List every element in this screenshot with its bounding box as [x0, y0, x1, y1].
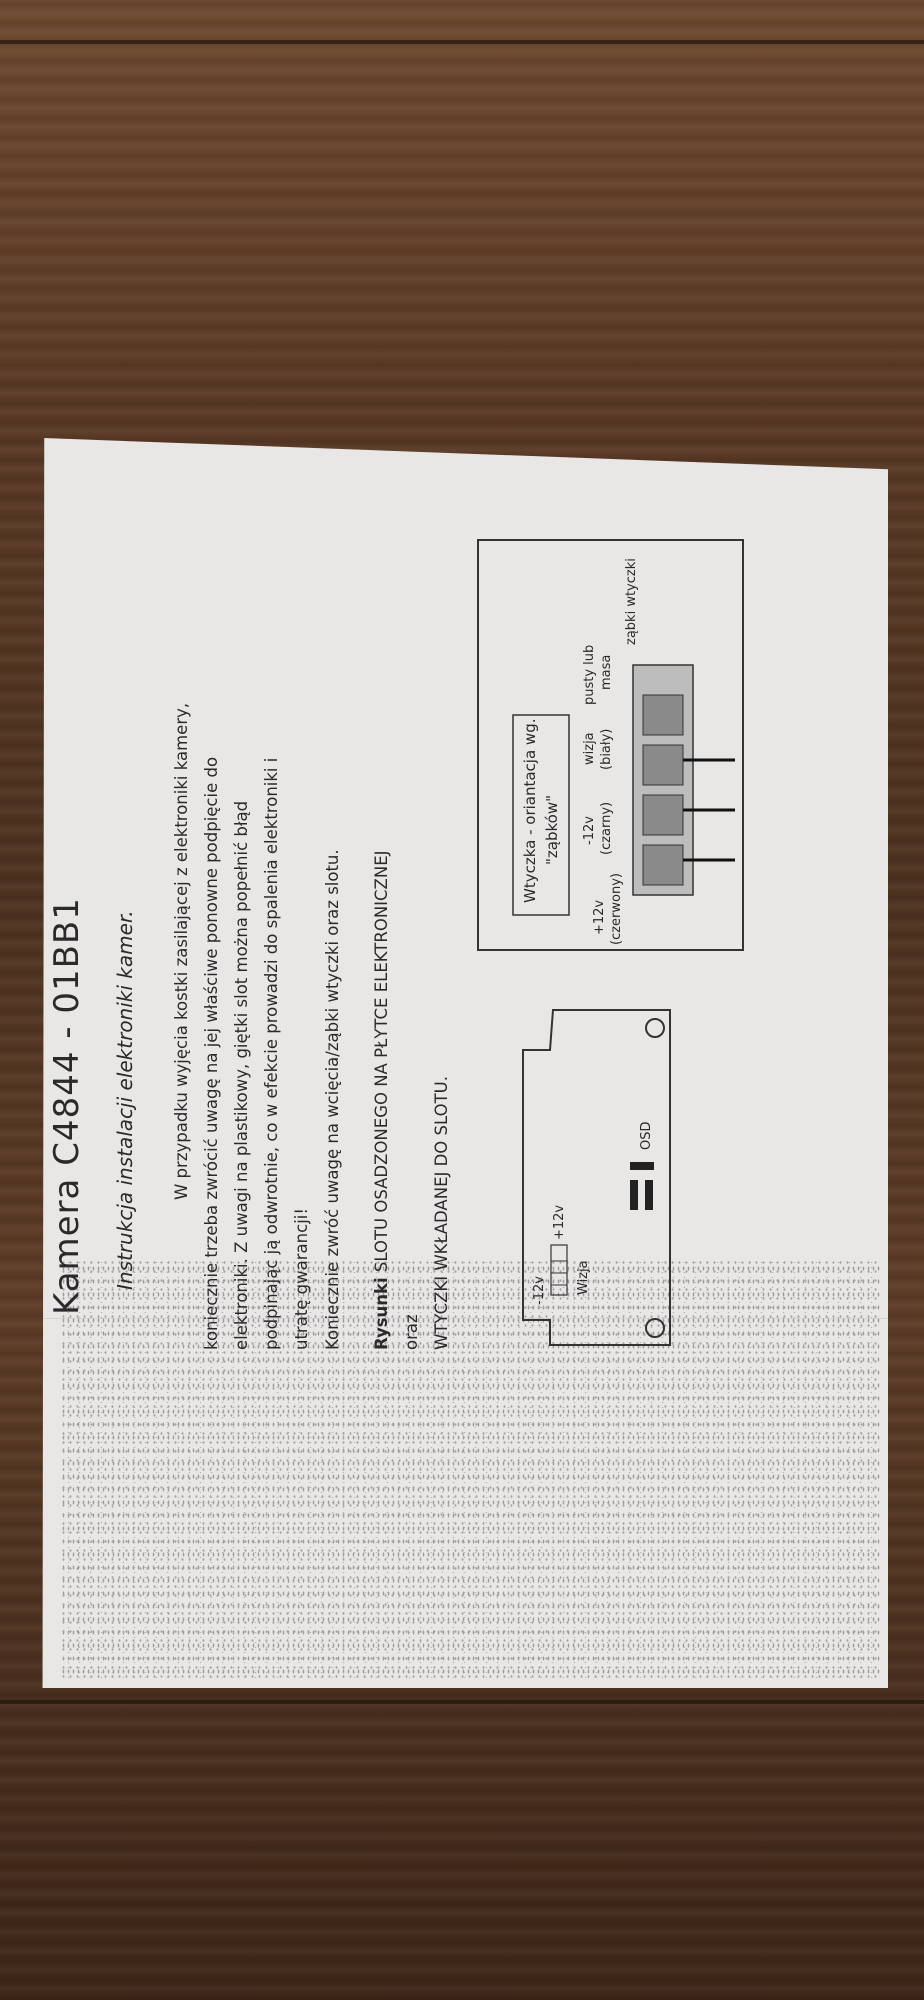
- plug-wizja-color: (biały): [599, 729, 614, 770]
- paragraph-line: koniecznie trzeba zwrócić uwagę na jej w…: [202, 756, 221, 1350]
- print-speckles: [60, 1258, 880, 1678]
- plug-diagram: Wtyczka - oriantacja wg. "ząbków" +12v (…: [477, 539, 744, 951]
- mounting-hole: [645, 1018, 665, 1038]
- osd-button: [645, 1180, 653, 1210]
- paragraph-line: utratę gwarancji!: [292, 1208, 311, 1350]
- plug-zabki-label: ząbki wtyczki: [624, 558, 639, 645]
- document-title: Kamera C4844 - 01BB1: [47, 897, 87, 1315]
- plug-pin-wizja: [642, 744, 684, 786]
- paragraph-line: WTYCZKI WKŁADANEJ DO SLOTU.: [432, 1075, 451, 1350]
- slot-diagram: -12v +12v Wizja OSD: [522, 1009, 671, 1346]
- mounting-hole: [645, 1318, 665, 1338]
- osd-button: [630, 1180, 638, 1210]
- paragraph-line: elektroniki. Z uwagi na plastikowy, gięt…: [232, 800, 251, 1350]
- notch-note: Koniecznie zwróć uwagę na wcięcia/ząbki …: [323, 849, 342, 1350]
- plug-plus12-color: (czerwony): [609, 873, 624, 945]
- paragraph-line: SLOTU OSADZONEGO NA PŁYTCE ELEKTRONICZNE…: [372, 850, 421, 1350]
- plug-caption-line: Wtyczka - oriantacja wg.: [521, 719, 539, 904]
- drawings-label: Rysunki: [372, 1277, 391, 1350]
- plug-caption-line: "ząbków": [543, 795, 561, 865]
- slot-wizja-label: Wizja: [576, 1260, 591, 1295]
- plug-diagram-frame: [477, 539, 744, 951]
- plug-masa-label: masa: [599, 655, 614, 690]
- paragraph-line: podpinając ją odwrotnie, co w efekcie pr…: [262, 757, 281, 1350]
- plank-seam: [0, 1700, 924, 1704]
- plug-pusty-label: pusty lub: [582, 645, 597, 705]
- warning-paragraph: W przypadku wyjęcia kostki zasilającej z…: [167, 700, 317, 1350]
- paragraph-line: W przypadku wyjęcia kostki zasilającej z…: [172, 702, 191, 1200]
- plug-minus12-label: -12v: [582, 816, 597, 845]
- drawings-caption: Rysunki SLOTU OSADZONEGO NA PŁYTCE ELEKT…: [367, 810, 457, 1350]
- slot-minus12-label: -12v: [532, 1276, 547, 1305]
- plug-pin-plus12: [642, 844, 684, 886]
- instruction-sheet: [42, 438, 888, 1688]
- slot-connector: [550, 1244, 568, 1296]
- plank-seam: [0, 40, 924, 44]
- plug-caption-box: [512, 714, 570, 916]
- osd-label: OSD: [639, 1122, 654, 1151]
- plug-pin-pusty: [642, 694, 684, 736]
- osd-button: [630, 1162, 654, 1170]
- circuit-board-outline: [522, 1009, 671, 1346]
- plug-plus12-label: +12v: [592, 900, 607, 935]
- plug-wizja-label: wizja: [582, 732, 597, 765]
- sheet-content: Kamera C4844 - 01BB1 Instrukcja instalac…: [0, 0, 744, 1350]
- plug-pin-minus12: [642, 794, 684, 836]
- document-subtitle: Instrukcja instalacji elektroniki kamer.: [113, 910, 137, 1290]
- slot-plus12-label: +12v: [552, 1205, 567, 1240]
- plug-minus12-color: (czarny): [599, 802, 614, 855]
- paper-fold: [42, 1318, 888, 1319]
